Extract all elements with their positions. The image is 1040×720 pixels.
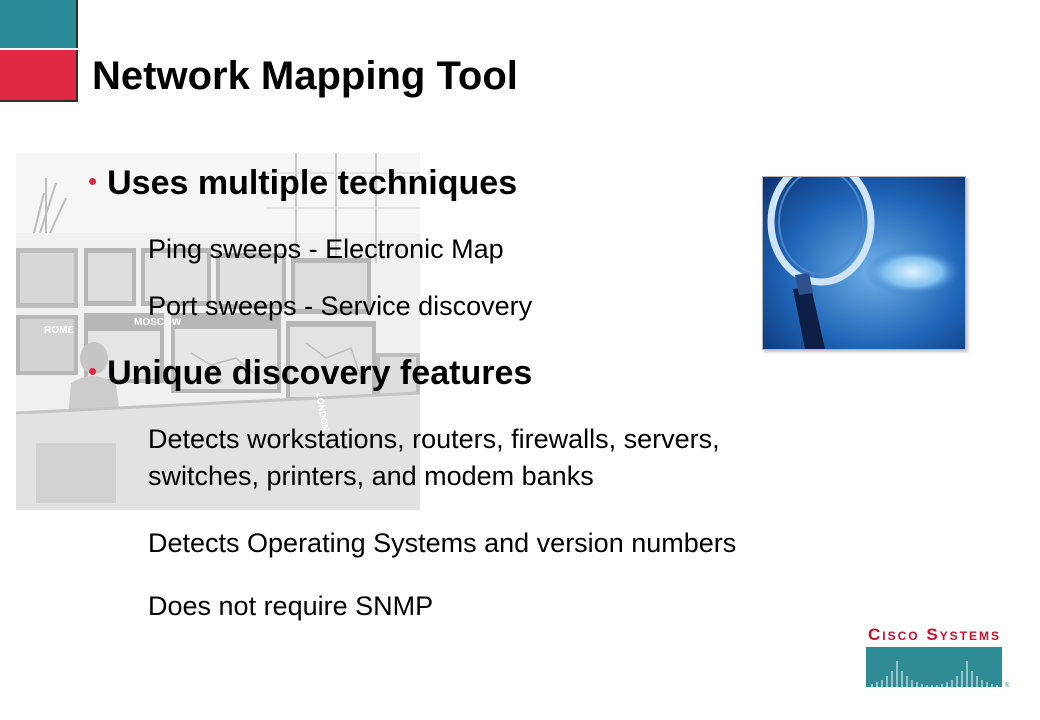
sub-item-detects-os: Detects Operating Systems and version nu… [148,528,737,558]
sub-item-port-sweeps: Port sweeps - Service discovery [148,291,533,321]
cisco-logo: Cisco Systems ® [866,625,1012,691]
bullet-label: Unique discovery features [107,354,533,392]
sub-item-detects-devices-line1: Detects workstations, routers, firewalls… [148,424,720,454]
corner-accent [0,0,78,102]
bullet-dot-icon: • [88,356,98,386]
svg-text:®: ® [1005,682,1010,689]
magnifying-glass [762,176,966,350]
moscow-label: MOSCOW [134,317,182,328]
red-block [0,50,78,102]
bullet-label: Uses multiple techniques [107,164,518,202]
cisco-bridge-logo-icon: ® [866,647,1010,689]
teal-block [0,0,78,48]
slide-title: Network Mapping Tool [92,54,518,98]
sub-item-no-snmp: Does not require SNMP [148,591,434,621]
bullet-uses-multiple-techniques: • Uses multiple techniques [88,164,517,203]
bullet-dot-icon: • [88,166,98,196]
control-room-photo: ROME MOSCOW LONDON [16,153,420,510]
sub-item-detects-devices-line2: switches, printers, and modem banks [148,461,594,491]
sub-item-ping-sweeps: Ping sweeps - Electronic Map [148,234,504,264]
bullet-unique-discovery-features: • Unique discovery features [88,354,532,393]
rome-label: ROME [44,325,74,336]
cisco-logo-text: Cisco Systems [868,625,1002,644]
